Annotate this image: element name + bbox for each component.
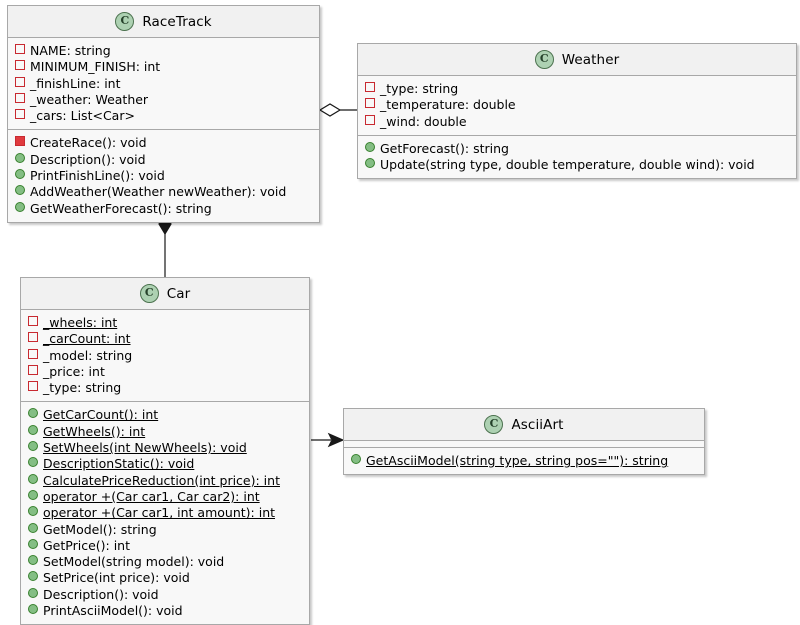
private-field-icon: [28, 381, 38, 392]
field-row: _temperature: double: [365, 97, 790, 113]
private-field-icon: [365, 114, 375, 125]
private-field-icon: [15, 44, 25, 54]
class-icon: C: [484, 415, 504, 434]
private-field-icon: [28, 348, 38, 359]
method-row: GetModel(): string: [28, 522, 303, 538]
field-row: NAME: string: [15, 43, 313, 59]
public-method-icon: [28, 555, 38, 566]
method-row: Description(): void: [15, 152, 313, 168]
public-method-icon: [28, 571, 38, 582]
method-row: CalculatePriceReduction(int price): int: [28, 473, 303, 489]
field-row: _carCount: int: [28, 331, 303, 347]
class-header-racetrack: C RaceTrack: [8, 6, 319, 38]
method-row: operator +(Car car1, int amount): int: [28, 505, 303, 521]
class-box-weather[interactable]: C Weather _type: string _temperature: do…: [357, 43, 797, 180]
method-row: GetAsciiModel(string type, string pos=""…: [351, 453, 698, 469]
private-field-icon: [15, 60, 25, 71]
public-method-icon: [28, 538, 38, 549]
private-field-icon: [28, 316, 38, 326]
private-field-icon: [28, 332, 38, 343]
fields-compartment-weather: _type: string _temperature: double _wind…: [358, 76, 796, 136]
public-method-icon: [28, 506, 38, 517]
public-method-icon: [365, 158, 375, 169]
methods-compartment-car: GetCarCount(): int GetWheels(): int SetW…: [21, 402, 309, 625]
method-row: GetPrice(): int: [28, 538, 303, 554]
method-row: PrintAsciiModel(): void: [28, 603, 303, 619]
public-method-icon: [28, 408, 38, 419]
method-row: GetWeatherForecast(): string: [15, 201, 313, 217]
private-field-icon: [15, 109, 25, 120]
class-box-racetrack[interactable]: C RaceTrack NAME: string MINIMUM_FINISH:…: [7, 5, 320, 223]
methods-compartment-racetrack: CreateRace(): void Description(): void P…: [8, 130, 319, 222]
field-row: _wind: double: [365, 114, 790, 130]
public-method-icon: [28, 522, 38, 533]
relationship-racetrack-weather: [318, 103, 357, 117]
public-method-icon: [28, 489, 38, 500]
relationship-racetrack-car: [158, 212, 172, 277]
method-row: SetModel(string model): void: [28, 554, 303, 570]
field-row: _price: int: [28, 364, 303, 380]
class-icon: C: [115, 12, 135, 31]
method-row: SetWheels(int NewWheels): void: [28, 440, 303, 456]
class-name: Weather: [561, 51, 620, 68]
fields-compartment-racetrack: NAME: string MINIMUM_FINISH: int _finish…: [8, 38, 319, 131]
method-row: GetWheels(): int: [28, 424, 303, 440]
private-field-icon: [365, 82, 375, 92]
public-method-icon: [365, 141, 375, 152]
field-row: _type: string: [28, 380, 303, 396]
method-row: GetCarCount(): int: [28, 407, 303, 423]
class-name: AsciiArt: [511, 416, 564, 433]
methods-compartment-weather: GetForecast(): string Update(string type…: [358, 135, 796, 179]
public-method-icon: [28, 441, 38, 452]
class-header-weather: C Weather: [358, 44, 796, 76]
public-method-icon: [15, 152, 25, 163]
class-name: Car: [166, 285, 191, 302]
field-row: _wheels: int: [28, 315, 303, 331]
field-row: _model: string: [28, 348, 303, 364]
method-row: GetForecast(): string: [365, 141, 790, 157]
method-row: SetPrice(int price): void: [28, 570, 303, 586]
public-method-icon: [28, 604, 38, 615]
class-header-car: C Car: [21, 278, 309, 310]
private-field-icon: [15, 76, 25, 87]
method-row: Update(string type, double temperature, …: [365, 157, 790, 173]
public-method-icon: [28, 457, 38, 468]
method-row: AddWeather(Weather newWeather): void: [15, 184, 313, 200]
methods-compartment-asciiart: GetAsciiModel(string type, string pos=""…: [344, 448, 704, 475]
private-field-icon: [28, 364, 38, 375]
private-method-icon: [15, 136, 25, 147]
method-row: PrintFinishLine(): void: [15, 168, 313, 184]
public-method-icon: [15, 185, 25, 196]
class-header-asciiart: C AsciiArt: [344, 409, 704, 441]
method-row: Description(): void: [28, 587, 303, 603]
fields-compartment-car: _wheels: int _carCount: int _model: stri…: [21, 310, 309, 403]
field-row: _cars: List<Car>: [15, 108, 313, 124]
private-field-icon: [365, 98, 375, 109]
public-method-icon: [28, 587, 38, 598]
class-icon: C: [534, 50, 554, 69]
public-method-icon: [28, 424, 38, 435]
public-method-icon: [28, 473, 38, 484]
public-method-icon: [15, 169, 25, 180]
method-row: DescriptionStatic(): void: [28, 456, 303, 472]
method-row: operator +(Car car1, Car car2): int: [28, 489, 303, 505]
relationship-car-asciiart: [311, 432, 345, 448]
method-row: CreateRace(): void: [15, 135, 313, 151]
field-row: MINIMUM_FINISH: int: [15, 59, 313, 75]
class-name: RaceTrack: [142, 13, 212, 30]
class-box-asciiart[interactable]: C AsciiArt GetAsciiModel(string type, st…: [343, 408, 705, 476]
private-field-icon: [15, 92, 25, 103]
fields-compartment-asciiart: [344, 441, 704, 448]
field-row: _finishLine: int: [15, 76, 313, 92]
field-row: _weather: Weather: [15, 92, 313, 108]
class-icon: C: [139, 284, 159, 303]
class-box-car[interactable]: C Car _wheels: int _carCount: int _model…: [20, 277, 310, 625]
public-method-icon: [15, 201, 25, 212]
field-row: _type: string: [365, 81, 790, 97]
public-method-icon: [351, 454, 361, 464]
